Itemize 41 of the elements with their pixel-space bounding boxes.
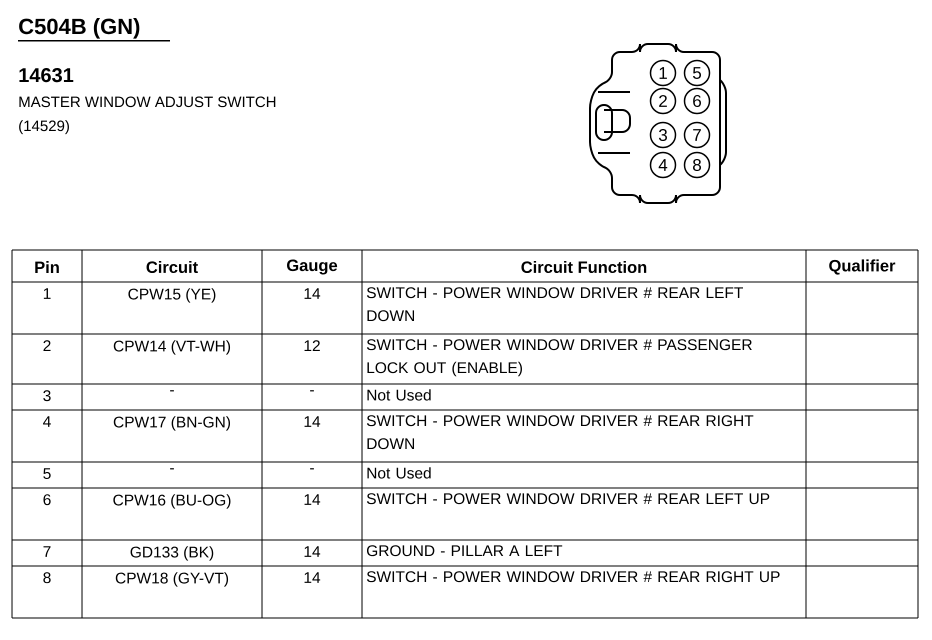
table-cell: GROUND - PILLAR A LEFT	[367, 545, 562, 556]
table-cell: SWITCH - POWER WINDOW DRIVER # REAR RIGHT DOWN	[366, 415, 754, 450]
table-cell: 8	[43, 572, 51, 584]
column-header: Gauge	[287, 259, 338, 274]
table-cell: 14	[304, 288, 320, 299]
table-cell: CPW17 (BN-GN)	[114, 416, 230, 431]
part-number: 14631	[19, 68, 74, 82]
table-cell: CPW14 (VT-WH)	[114, 340, 230, 355]
table-cell: 4	[43, 416, 51, 427]
table-cell: GD133 (BK)	[130, 546, 214, 561]
table-cell: -	[310, 468, 314, 470]
column-header: Qualifier	[829, 259, 896, 275]
title: C504B (GN)	[19, 18, 140, 39]
table-cell: Not Used	[367, 389, 431, 401]
column-header: Circuit Function	[521, 260, 646, 274]
table-cell: -	[170, 468, 174, 470]
table-cell: 6	[43, 494, 51, 506]
table-cell: SWITCH - POWER WINDOW DRIVER # REAR LEFT DOWN	[366, 287, 743, 322]
table-cell: SWITCH - POWER WINDOW DRIVER # REAR LEFT UP	[366, 493, 770, 504]
table-cell: 14	[304, 494, 320, 505]
table-cell: Not Used	[367, 467, 431, 479]
table-cell: SWITCH - POWER WINDOW DRIVER # PASSENGER LOCK OUT (ENABLE)	[366, 339, 752, 376]
table-cell: 14	[304, 572, 320, 583]
table-cell: 14	[304, 546, 320, 557]
table-cell: CPW16 (BU-OG)	[113, 494, 230, 509]
table-cell: 5	[43, 468, 51, 480]
table-cell: -	[310, 390, 314, 392]
table-cell: CPW18 (GY-VT)	[116, 572, 228, 587]
part-number: (14529)	[19, 120, 69, 134]
table-cell: 3	[43, 390, 51, 402]
column-header: Circuit	[146, 260, 198, 274]
table-cell: -	[170, 390, 174, 392]
table-cell: 7	[44, 546, 51, 557]
table-cell: 12	[304, 340, 320, 352]
part-name: MASTER WINDOW ADJUST SWITCH	[19, 96, 276, 108]
table-cell: SWITCH - POWER WINDOW DRIVER # REAR RIGHT UP	[366, 571, 780, 582]
table-cell: CPW15 (YE)	[128, 288, 216, 303]
table-cell: 14	[304, 416, 320, 427]
table-cell: 1	[44, 288, 51, 299]
column-header: Pin	[35, 261, 59, 273]
table-cell: 2	[43, 340, 51, 352]
